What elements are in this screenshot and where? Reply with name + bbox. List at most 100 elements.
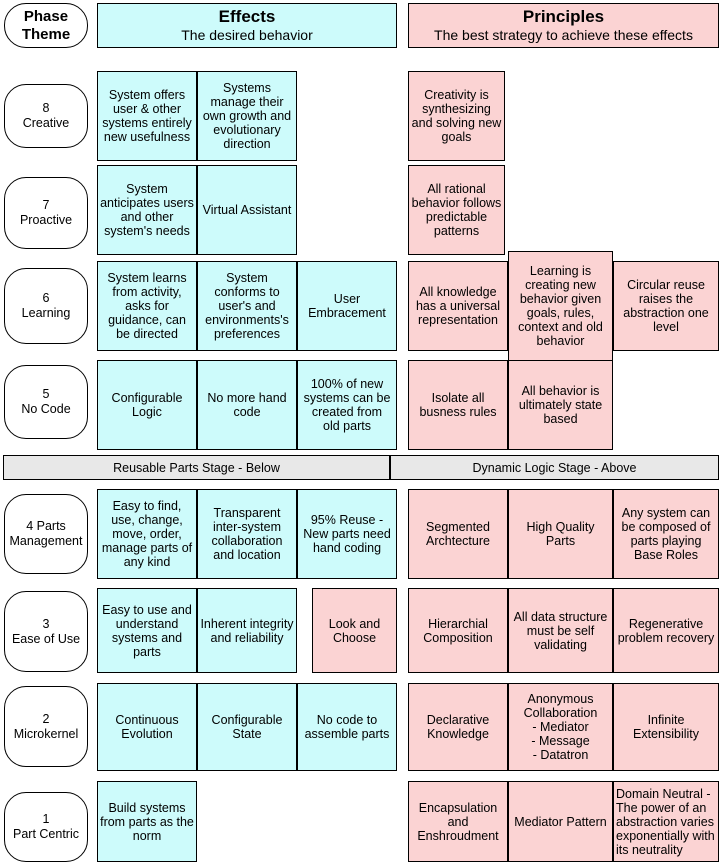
cell-text: Segmented Archtecture bbox=[426, 520, 490, 548]
phase-number: 8 bbox=[42, 101, 50, 115]
cell-text: System offers user & other systems entir… bbox=[102, 88, 192, 144]
effect-cell: Build systems from parts as the norm bbox=[97, 781, 197, 862]
phase-number: 3 bbox=[42, 616, 50, 631]
cell-text: No code to assemble parts bbox=[304, 713, 390, 741]
cell-text: User Embracement bbox=[308, 292, 386, 320]
cell-text: Mediator Pattern bbox=[514, 814, 607, 829]
phase-theme-label: Phase Theme bbox=[21, 7, 71, 43]
cell-text: Build systems from parts as the norm bbox=[100, 800, 194, 843]
phase-name: Creative bbox=[22, 116, 70, 130]
phase-number: 1 bbox=[42, 812, 50, 826]
effect-cell: No code to assemble parts bbox=[297, 683, 397, 771]
cell-text: Any system can be composed of parts play… bbox=[621, 506, 711, 562]
principle-cell: Segmented Archtecture bbox=[408, 489, 508, 579]
phase-number: 4 Parts bbox=[26, 519, 66, 533]
cell-text: All knowledge has a universal representa… bbox=[415, 285, 501, 327]
principle-cell: Domain Neutral - The power of an abstrac… bbox=[613, 781, 719, 862]
principle-cell: Circular reuse raises the abstraction on… bbox=[613, 261, 719, 351]
cell-text: Virtual Assistant bbox=[202, 203, 292, 217]
effect-cell: Virtual Assistant bbox=[197, 165, 297, 255]
cell-text: Easy to find, use, change, move, order, … bbox=[101, 499, 193, 569]
effect-cell: 95% Reuse - New parts need hand coding bbox=[297, 489, 397, 579]
cell-text: No more hand code bbox=[207, 391, 287, 419]
phase-name: Learning bbox=[21, 306, 71, 320]
cell-text: Anonymous Collaboration - Mediator - Mes… bbox=[523, 692, 598, 762]
cell-text: Domain Neutral - The power of an abstrac… bbox=[616, 786, 715, 857]
effect-cell: Continuous Evolution bbox=[97, 683, 197, 771]
cell-text: Encapsulation and Enshroudment bbox=[417, 800, 499, 843]
phase-name: Management bbox=[9, 534, 83, 548]
stage-divider-right: Dynamic Logic Stage - Above bbox=[390, 455, 719, 480]
principles-title: Principles bbox=[522, 7, 605, 26]
cell-text: System learns from activity, asks for gu… bbox=[107, 271, 187, 341]
cell-text: Isolate all busness rules bbox=[419, 391, 497, 419]
effect-cell: Configurable State bbox=[197, 683, 297, 771]
phase-name: Proactive bbox=[19, 213, 73, 227]
stage-label: Reusable Parts Stage - Below bbox=[113, 460, 280, 475]
cell-text: System anticipates users and other syste… bbox=[100, 182, 194, 238]
stage-divider-left: Reusable Parts Stage - Below bbox=[3, 455, 390, 480]
cell-text: Creativity is synthesizing and solving n… bbox=[411, 88, 502, 144]
cell-text: System conforms to user's and environmen… bbox=[205, 271, 289, 341]
principle-cell: All knowledge has a universal representa… bbox=[408, 261, 508, 351]
principle-cell: Mediator Pattern bbox=[508, 781, 613, 862]
phase-number: 2 bbox=[42, 711, 50, 726]
cell-text: Continuous Evolution bbox=[115, 713, 179, 741]
effects-subtitle: The desired behavior bbox=[181, 27, 313, 43]
principle-cell: Isolate all busness rules bbox=[408, 360, 508, 450]
principle-cell: Encapsulation and Enshroudment bbox=[408, 781, 508, 862]
cell-text: Transparent inter-system collaboration a… bbox=[211, 506, 283, 562]
cell-text: Hierarchial Composition bbox=[423, 616, 493, 645]
principle-cell: Learning is creating new behavior given … bbox=[508, 251, 613, 361]
phase-name: Part Centric bbox=[13, 827, 79, 841]
stage-label: Dynamic Logic Stage - Above bbox=[472, 460, 637, 475]
cell-text: Easy to use and understand systems and p… bbox=[102, 602, 192, 659]
cell-text: Configurable Logic bbox=[111, 391, 183, 419]
cell-text: 100% of new systems can be created from … bbox=[303, 377, 391, 433]
phase-pill-4: 4 Parts Management bbox=[4, 494, 88, 574]
principles-header-banner: Principles The best strategy to achieve … bbox=[408, 3, 719, 48]
phase-pill-2: 2 Microkernel bbox=[4, 686, 88, 767]
effect-cell-highlight: Look and Choose bbox=[312, 588, 397, 673]
principle-cell: All data structure must be self validati… bbox=[508, 588, 613, 673]
principle-cell: All behavior is ultimately state based bbox=[508, 360, 613, 450]
principle-cell: Regenerative problem recovery bbox=[613, 588, 719, 673]
cell-text: Learning is creating new behavior given … bbox=[518, 264, 603, 348]
effect-cell: System offers user & other systems entir… bbox=[97, 71, 197, 161]
cell-text: Infinite Extensibility bbox=[633, 713, 699, 741]
principle-cell: Anonymous Collaboration - Mediator - Mes… bbox=[508, 683, 613, 771]
principle-cell: Infinite Extensibility bbox=[613, 683, 719, 771]
phase-number: 7 bbox=[42, 198, 50, 212]
effect-cell: System anticipates users and other syste… bbox=[97, 165, 197, 255]
principle-cell: Any system can be composed of parts play… bbox=[613, 489, 719, 579]
cell-text: All behavior is ultimately state based bbox=[518, 384, 603, 426]
effect-cell: System conforms to user's and environmen… bbox=[197, 261, 297, 351]
phase-pill-6: 6 Learning bbox=[4, 268, 88, 344]
phase-number: 5 bbox=[42, 387, 50, 401]
phase-pill-1: 1 Part Centric bbox=[4, 792, 88, 862]
phase-pill-3: 3 Ease of Use bbox=[4, 591, 88, 672]
cell-text: All rational behavior follows predictabl… bbox=[411, 182, 502, 238]
principle-cell: High Quality Parts bbox=[508, 489, 613, 579]
effect-cell: Transparent inter-system collaboration a… bbox=[197, 489, 297, 579]
phase-pill-7: 7 Proactive bbox=[4, 177, 88, 249]
phase-name: Ease of Use bbox=[11, 631, 81, 646]
effect-cell: Easy to find, use, change, move, order, … bbox=[97, 489, 197, 579]
principle-cell: Hierarchial Composition bbox=[408, 588, 508, 673]
principle-cell: Creativity is synthesizing and solving n… bbox=[408, 71, 505, 161]
phase-pill-8: 8 Creative bbox=[4, 84, 88, 148]
effect-cell: Systems manage their own growth and evol… bbox=[197, 71, 297, 161]
phase-number: 6 bbox=[42, 291, 50, 305]
phase-pill-5: 5 No Code bbox=[4, 365, 88, 439]
cell-text: Inherent integrity and reliability bbox=[200, 616, 294, 645]
cell-text: 95% Reuse - New parts need hand coding bbox=[303, 513, 391, 555]
principle-cell: Declarative Knowledge bbox=[408, 683, 508, 771]
phase-theme-header: Phase Theme bbox=[4, 3, 88, 48]
phase-name: Microkernel bbox=[13, 726, 79, 741]
effect-cell: Inherent integrity and reliability bbox=[197, 588, 297, 673]
effect-cell: User Embracement bbox=[297, 261, 397, 351]
effect-cell: No more hand code bbox=[197, 360, 297, 450]
effect-cell: 100% of new systems can be created from … bbox=[297, 360, 397, 450]
principles-subtitle: The best strategy to achieve these effec… bbox=[434, 27, 693, 43]
